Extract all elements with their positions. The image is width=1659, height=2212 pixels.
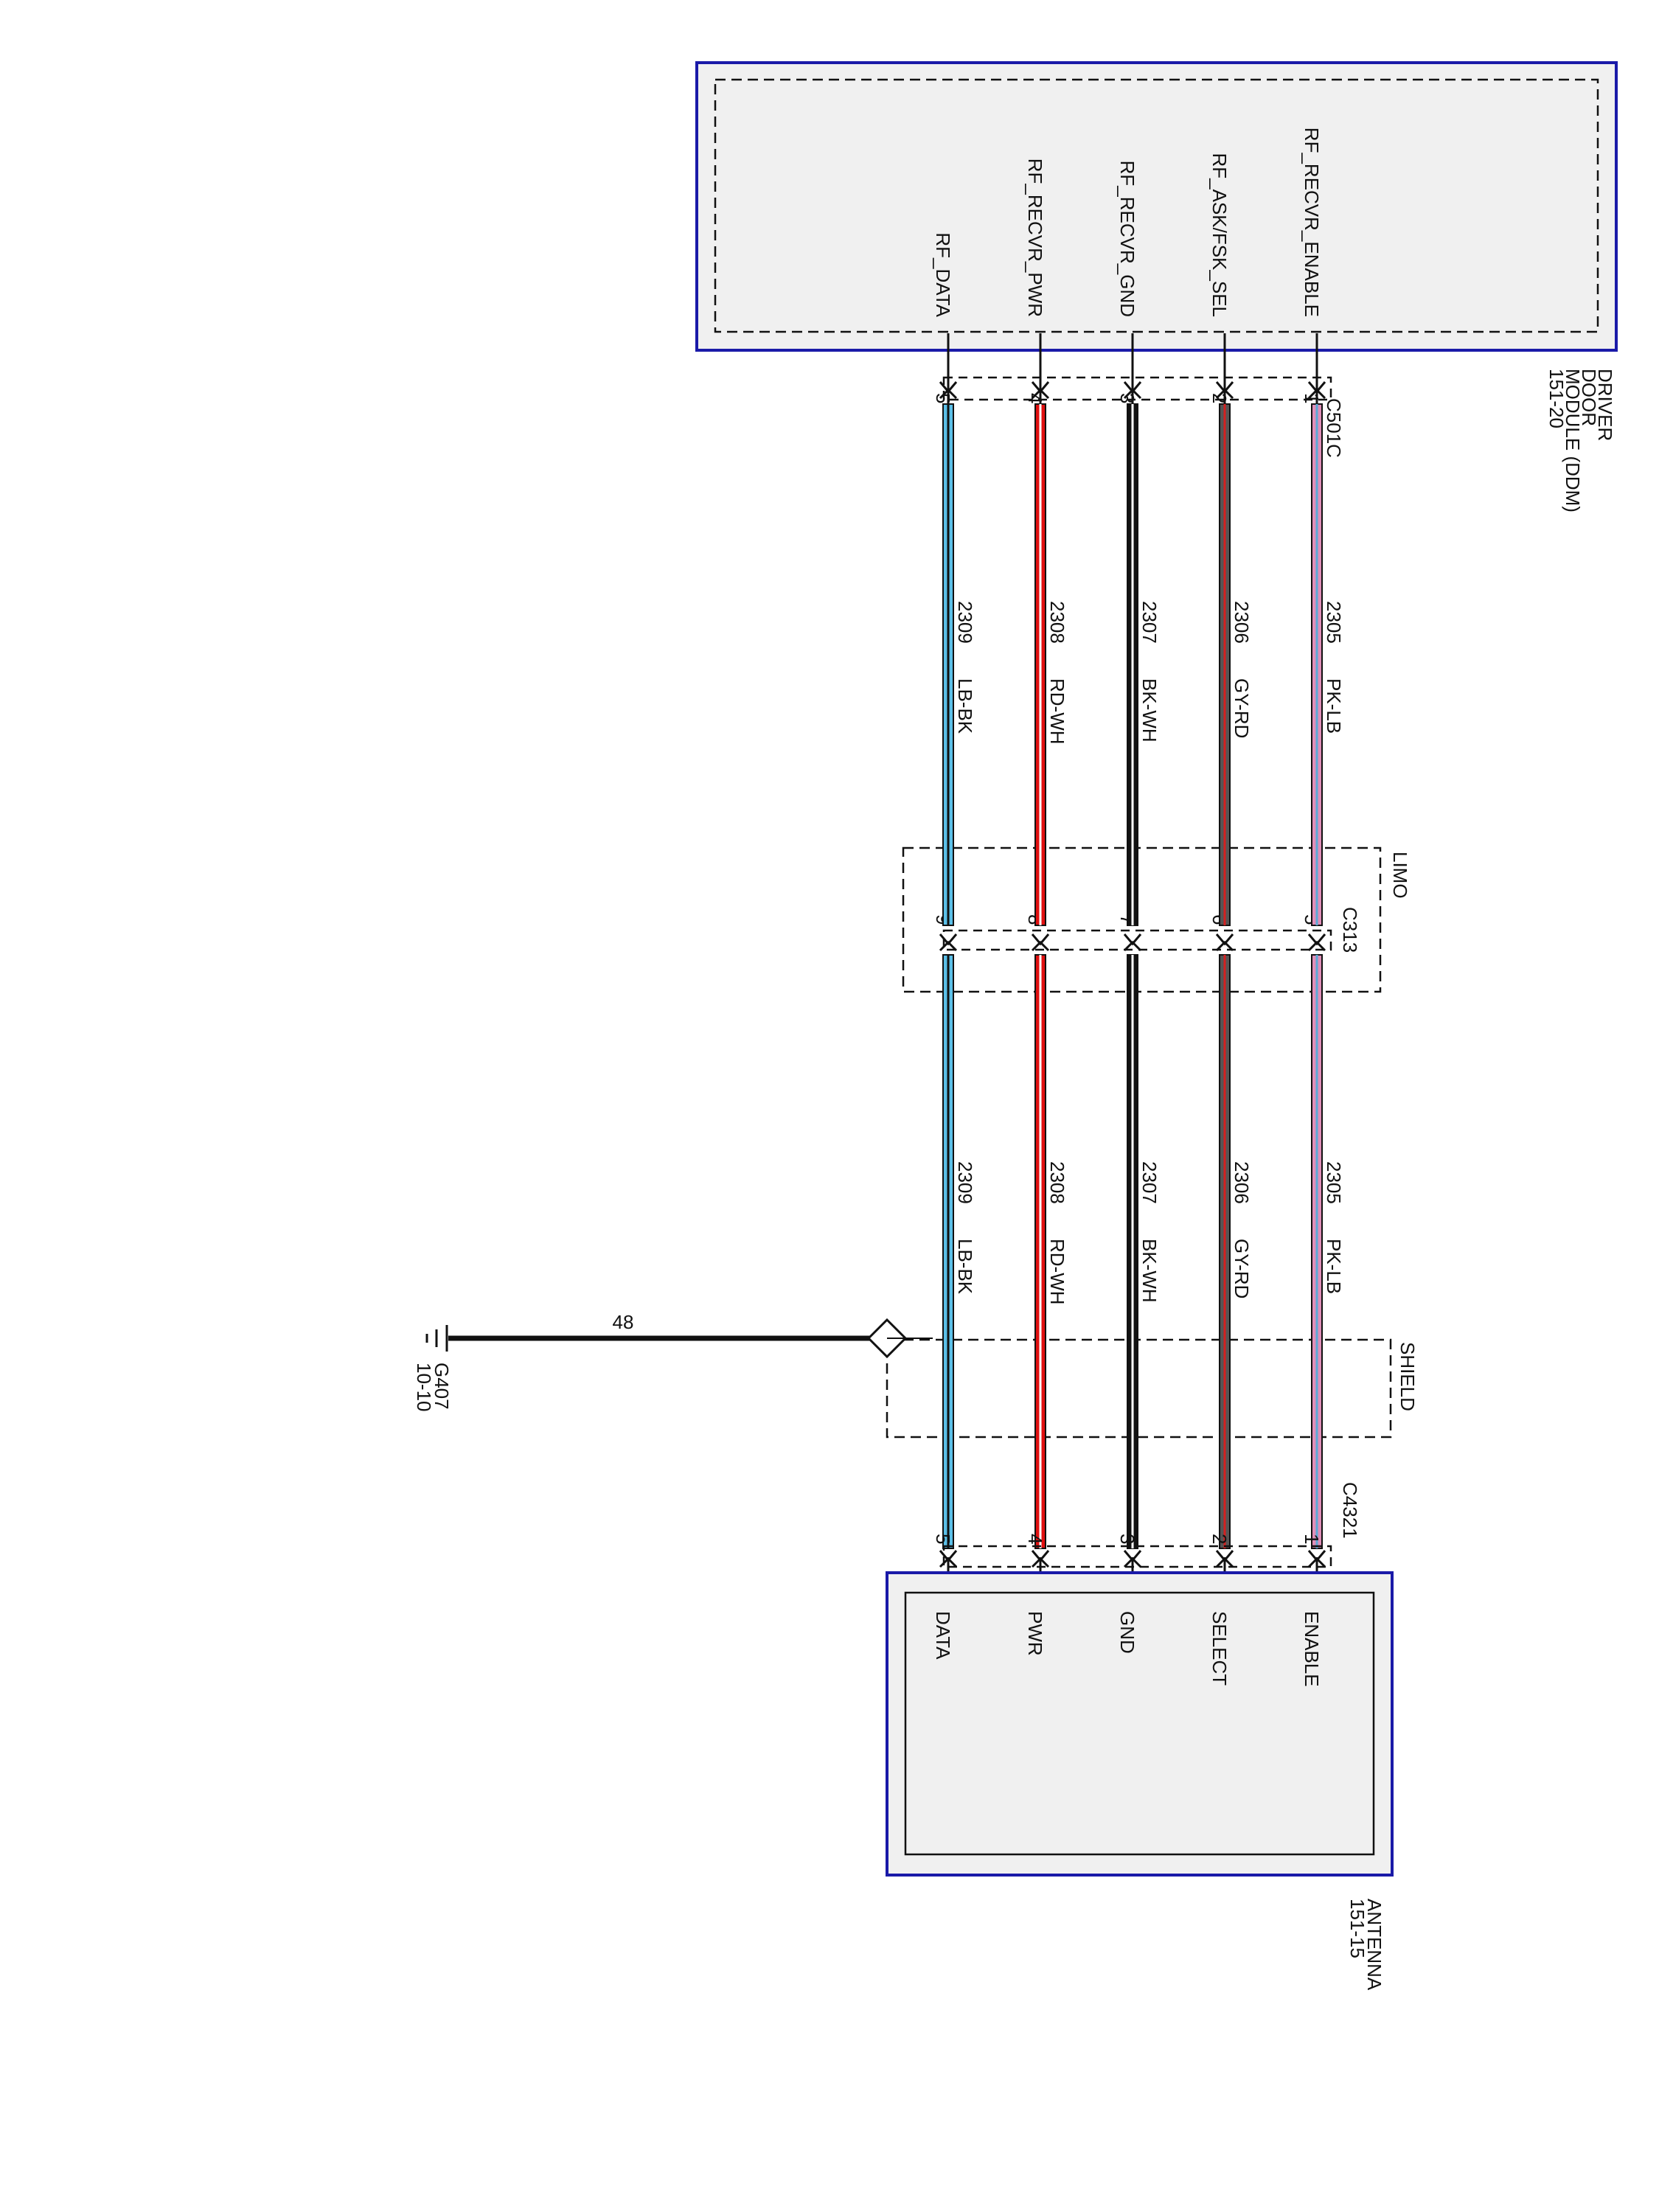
ground-wire-label: 48 bbox=[613, 1311, 634, 1333]
wire-2307-terminal-socket-2 bbox=[1123, 940, 1142, 952]
shield-label: SHIELD bbox=[1397, 1342, 1419, 1411]
wire-2309-color-lower: LB-BK bbox=[954, 1239, 976, 1295]
wire-labels-upper: 2305 PK-LB 2306 GY-RD 2307 BK-WH 2308 RD… bbox=[954, 601, 1345, 745]
connector-c4321: C4321 1 2 3 4 5 bbox=[932, 1482, 1361, 1568]
ground-circuit: 48 G407 10-10 bbox=[413, 1311, 933, 1412]
ddm-pin-label-4: RF_RECVR_PWR bbox=[1024, 159, 1046, 317]
antenna-module: ANTENNA 151-15 ENABLE SELECT GND PWR DAT… bbox=[886, 1571, 1394, 1991]
wire-2306-circuit-upper: 2306 bbox=[1231, 601, 1253, 644]
wire-2307-circuit-lower: 2307 bbox=[1138, 1161, 1161, 1204]
shield: SHIELD bbox=[886, 1338, 1419, 1439]
c4321-label: C4321 bbox=[1339, 1482, 1361, 1539]
ddm-module-name-2: DOOR bbox=[1578, 369, 1600, 426]
wire-2305-circuit-lower: 2305 bbox=[1323, 1161, 1345, 1204]
wire-2308-color-upper: RD-WH bbox=[1046, 678, 1068, 745]
c313-label: C313 bbox=[1339, 907, 1361, 953]
wire-2305-terminal-socket-1 bbox=[1307, 388, 1326, 400]
wire-2305-terminal-socket-2 bbox=[1307, 940, 1326, 952]
ddm-pin-label-5: RF_DATA bbox=[932, 232, 954, 317]
wire-2308-terminal-socket-1 bbox=[1031, 388, 1050, 400]
antenna-pin-label-3: GND bbox=[1116, 1611, 1138, 1654]
wire-2305-color-lower: PK-LB bbox=[1323, 1239, 1345, 1294]
wire-2307-circuit-upper: 2307 bbox=[1138, 601, 1161, 644]
antenna-pin-label-4: PWR bbox=[1024, 1611, 1046, 1656]
antenna-pin-label-5: DATA bbox=[932, 1611, 954, 1660]
wire-2308-circuit-upper: 2308 bbox=[1046, 601, 1068, 644]
c4321-pin-3: 3 bbox=[1116, 1534, 1138, 1544]
ddm-pin-label-1: RF_RECVR_ENABLE bbox=[1301, 128, 1323, 317]
c4321-pin-4: 4 bbox=[1024, 1534, 1046, 1544]
wire-2306-terminal-socket-1 bbox=[1215, 388, 1234, 400]
connector-c313: LIMO C313 5 6 7 8 9 bbox=[902, 846, 1411, 993]
antenna-name-2: 151-15 bbox=[1346, 1899, 1368, 1958]
wire-2306-terminal-socket-2 bbox=[1215, 940, 1234, 952]
c501c-label: C501C bbox=[1323, 398, 1345, 458]
ddm-module-inner-box bbox=[714, 78, 1599, 333]
ground-label-2: 10-10 bbox=[413, 1363, 435, 1412]
wire-2309-color-upper: LB-BK bbox=[954, 678, 976, 734]
antenna-module-box bbox=[886, 1571, 1394, 1877]
wire-2306-color-upper: GY-RD bbox=[1231, 678, 1253, 738]
ground-label-1: G407 bbox=[431, 1363, 453, 1410]
wire-2309-terminal-socket-3 bbox=[939, 1557, 958, 1568]
limo-option-box bbox=[902, 846, 1382, 993]
ddm-module-name-1: DRIVER bbox=[1594, 369, 1616, 441]
c501c-bracket bbox=[942, 376, 1332, 401]
wire-2307-color-lower: BK-WH bbox=[1138, 1239, 1161, 1303]
ground-symbol bbox=[425, 1325, 448, 1352]
wire-2308-circuit-lower: 2308 bbox=[1046, 1161, 1068, 1204]
ddm-module-box bbox=[695, 61, 1618, 352]
wire-2308-terminal-socket-2 bbox=[1031, 940, 1050, 952]
wire-2307-terminal-socket-3 bbox=[1123, 1557, 1142, 1568]
antenna-pin-label-2: SELECT bbox=[1208, 1611, 1231, 1686]
antenna-pin-label-1: ENABLE bbox=[1301, 1611, 1323, 1687]
wire-2305-color-upper: PK-LB bbox=[1323, 678, 1345, 734]
wire-2306-terminal-socket-3 bbox=[1215, 1557, 1234, 1568]
wire-2307-color-upper: BK-WH bbox=[1138, 678, 1161, 742]
c4321-pin-1: 1 bbox=[1301, 1534, 1323, 1544]
c4321-bracket bbox=[942, 1545, 1332, 1568]
connector-c501c: C501C 1 2 3 4 5 bbox=[932, 376, 1345, 458]
wire-2306-circuit-lower: 2306 bbox=[1231, 1161, 1253, 1204]
wire-2309-terminal-socket-1 bbox=[939, 388, 958, 400]
wire-2306-color-lower: GY-RD bbox=[1231, 1239, 1253, 1298]
wire-2305-terminal-socket-3 bbox=[1307, 1557, 1326, 1568]
wire-2308-terminal-socket-3 bbox=[1031, 1557, 1050, 1568]
antenna-name-1: ANTENNA bbox=[1363, 1899, 1385, 1991]
ddm-module-name-4: 151-20 bbox=[1545, 369, 1568, 428]
c4321-pin-2: 2 bbox=[1208, 1534, 1231, 1544]
c4321-pin-5: 5 bbox=[932, 1534, 954, 1544]
ddm-module: DRIVER DOOR MODULE (DDM) 151-20 RF_RECVR… bbox=[695, 61, 1618, 512]
wire-2309-circuit-upper: 2309 bbox=[954, 601, 976, 644]
wire-2307-terminal-socket-1 bbox=[1123, 388, 1142, 400]
wire-2305-circuit-upper: 2305 bbox=[1323, 601, 1345, 644]
wire-2309-terminal-socket-2 bbox=[939, 940, 958, 952]
shield-box bbox=[886, 1338, 1392, 1439]
wire-labels-lower: 2305 PK-LB 2306 GY-RD 2307 BK-WH 2308 RD… bbox=[954, 1161, 1345, 1305]
ddm-pin-label-3: RF_RECVR_GND bbox=[1116, 161, 1138, 317]
wire-2308-color-lower: RD-WH bbox=[1046, 1239, 1068, 1305]
ddm-pin-label-2: RF_ASK/FSK_SEL bbox=[1208, 153, 1231, 317]
wire-harness bbox=[939, 333, 1326, 1593]
ddm-module-name-3: MODULE (DDM) bbox=[1562, 369, 1584, 512]
antenna-module-inner-box bbox=[904, 1591, 1375, 1856]
wire-2309-circuit-lower: 2309 bbox=[954, 1161, 976, 1204]
limo-label: LIMO bbox=[1389, 852, 1411, 899]
